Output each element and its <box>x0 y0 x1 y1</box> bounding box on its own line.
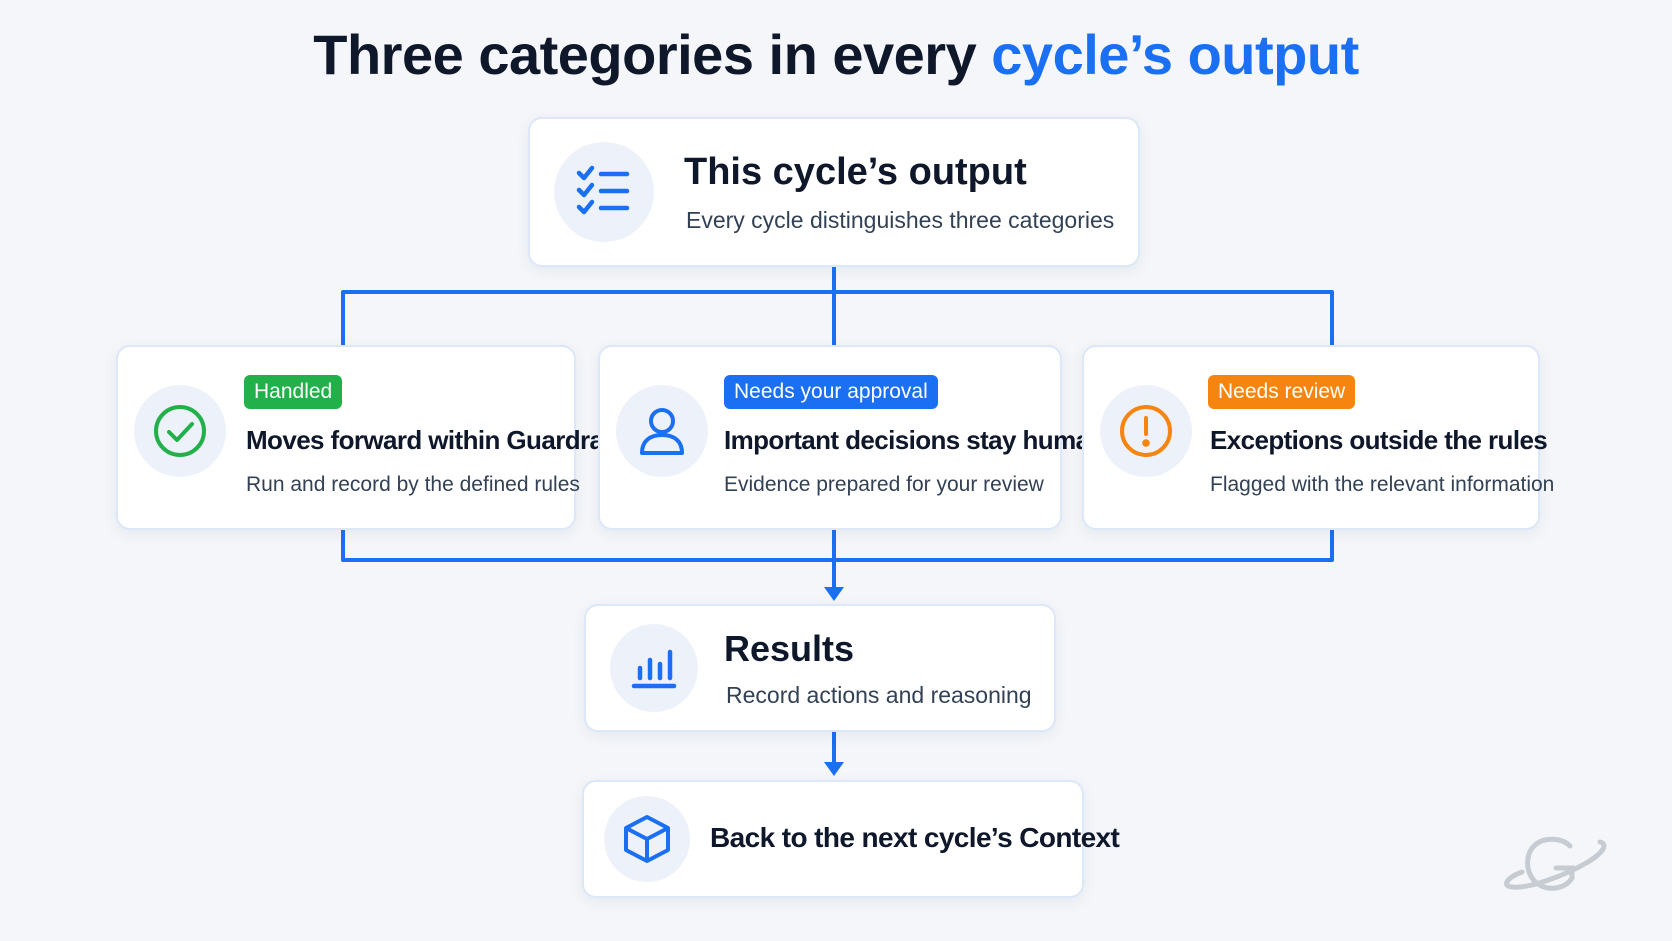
results-card: Results Record actions and reasoning <box>584 604 1056 732</box>
category-card-approval: Needs your approval Important decisions … <box>598 345 1105 530</box>
category-subtitle-review: Flagged with the relevant information <box>1210 473 1555 496</box>
category-title-handled: Moves forward within Guardrails <box>246 425 631 455</box>
connector-top-branch <box>341 290 1334 347</box>
badge-needs-approval: Needs your approval <box>724 375 938 409</box>
checklist-icon <box>554 142 654 242</box>
bar-chart-icon <box>610 624 698 712</box>
cycle-output-subtitle: Every cycle distinguishes three categori… <box>686 207 1115 233</box>
arrowhead-results <box>824 587 844 601</box>
context-card: Back to the next cycle’s Context <box>582 780 1120 898</box>
cube-icon <box>604 796 690 882</box>
category-subtitle-approval: Evidence prepared for your review <box>724 473 1044 496</box>
arrowhead-context <box>824 762 844 776</box>
context-title: Back to the next cycle’s Context <box>710 822 1120 853</box>
category-title-review: Exceptions outside the rules <box>1210 425 1548 455</box>
person-icon <box>616 385 708 477</box>
badge-handled: Handled <box>244 375 343 409</box>
title-highlight: cycle’s output <box>991 23 1359 86</box>
cycle-output-title: This cycle’s output <box>684 151 1027 193</box>
connector-bottom-branch <box>341 528 1334 562</box>
category-subtitle-handled: Run and record by the defined rules <box>246 473 580 496</box>
results-title: Results <box>724 628 855 669</box>
category-card-review: Needs review Exceptions outside the rule… <box>1082 345 1554 530</box>
category-title-approval: Important decisions stay human <box>724 425 1105 455</box>
exclamation-circle-icon <box>1100 385 1192 477</box>
check-circle-icon <box>134 385 226 477</box>
logo-watermark <box>1500 832 1610 909</box>
title-part-1: Three categories in every <box>313 23 992 86</box>
badge-needs-review: Needs review <box>1208 375 1356 409</box>
cycle-output-card: This cycle’s output Every cycle distingu… <box>528 117 1140 267</box>
page-title: Three categories in every cycle’s output <box>0 22 1672 87</box>
category-card-handled: Handled Moves forward within Guardrails … <box>116 345 631 530</box>
results-subtitle: Record actions and reasoning <box>726 682 1032 708</box>
